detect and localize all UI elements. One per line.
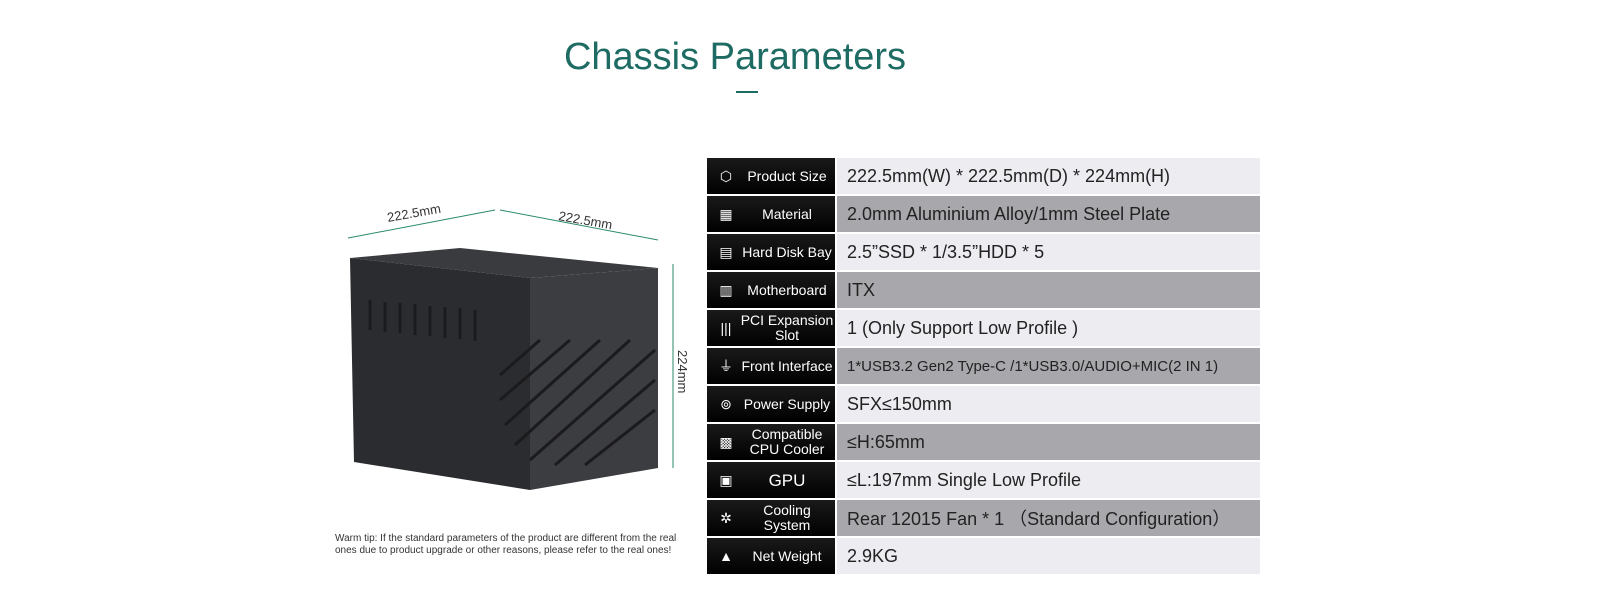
motherboard-icon: ▥ bbox=[719, 281, 733, 298]
title-underline bbox=[736, 91, 758, 93]
spec-row-gpu: ▣GPU≤L:197mm Single Low Profile bbox=[707, 462, 1260, 498]
plate-icon: ▦ bbox=[719, 205, 733, 222]
page-title: Chassis Parameters bbox=[563, 36, 907, 78]
spec-row-cpu-cooler: ▩Compatible CPU Cooler≤H:65mm bbox=[707, 424, 1260, 460]
fan-icon: ✲ bbox=[720, 509, 732, 526]
chassis-product-image: 222.5mm 222.5mm 224mm bbox=[347, 201, 690, 490]
gpu-icon: ▣ bbox=[719, 471, 733, 488]
cpu-cooler-icon: ▩ bbox=[719, 433, 733, 450]
height-label: 224mm bbox=[675, 350, 690, 393]
depth-label: 222.5mm bbox=[557, 208, 613, 232]
warm-tip: Warm tip: If the standard parameters of … bbox=[335, 533, 677, 556]
depth-dimension-line bbox=[499, 209, 659, 241]
weight-icon: ▲ bbox=[719, 548, 733, 564]
ssd-icon: ▤ bbox=[719, 243, 733, 260]
power-supply-icon: ⊚ bbox=[720, 395, 732, 412]
cube-icon: ⬡ bbox=[719, 167, 733, 184]
width-dimension-line bbox=[347, 209, 496, 239]
pci-slot-icon: ||| bbox=[720, 320, 732, 336]
usb-icon: ⏚ bbox=[719, 358, 733, 374]
